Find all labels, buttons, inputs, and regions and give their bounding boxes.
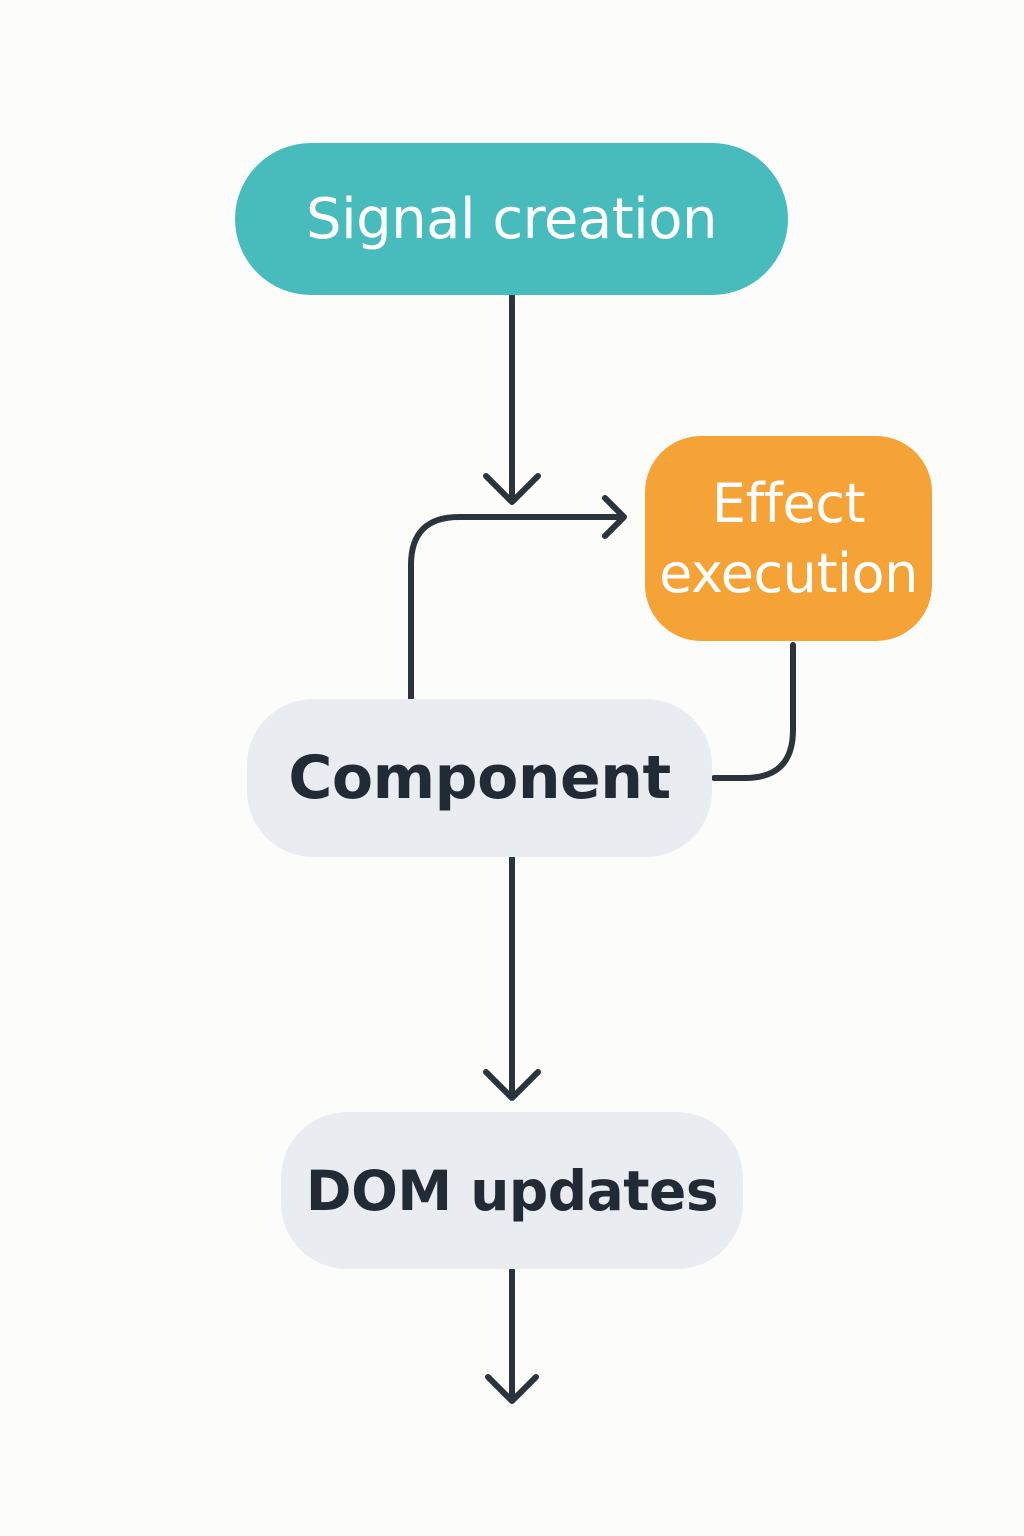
node-signal-creation-label: Signal creation — [306, 186, 717, 252]
node-dom-updates-label: DOM updates — [305, 1158, 719, 1223]
node-signal-creation: Signal creation — [235, 143, 788, 295]
arrowhead-signal-down — [483, 473, 541, 505]
node-component: Component — [247, 699, 712, 857]
arrowhead-effect-right — [602, 495, 627, 539]
edge-component-to-effect — [408, 514, 625, 701]
node-dom-updates: DOM updates — [281, 1112, 743, 1269]
arrowhead-next-down — [485, 1374, 539, 1404]
arrowhead-dom-down — [483, 1069, 541, 1101]
node-component-label: Component — [288, 743, 671, 813]
edge-effect-to-component — [711, 642, 796, 781]
node-effect-execution: Effect execution — [645, 436, 932, 641]
node-effect-execution-label: Effect execution — [659, 471, 918, 605]
